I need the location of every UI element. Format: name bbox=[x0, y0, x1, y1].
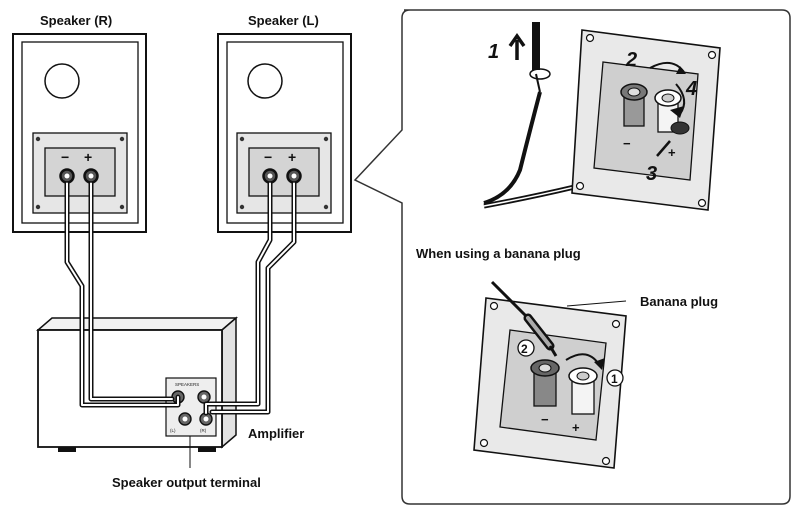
up-arrow-icon bbox=[508, 32, 526, 60]
screw-icon bbox=[575, 181, 585, 191]
speaker-right-plus-sign: + bbox=[84, 149, 92, 165]
speaker-left-minus-sign: − bbox=[264, 149, 272, 165]
speaker-right-screw-icon bbox=[119, 136, 125, 142]
speaker-right-screw-icon bbox=[119, 204, 125, 210]
speaker-right-minus-sign: − bbox=[61, 149, 69, 165]
banana-plug-label: Banana plug bbox=[640, 294, 718, 309]
speaker-right-screw-icon bbox=[35, 136, 41, 142]
wire-insulation-tip bbox=[532, 22, 540, 70]
banana-plug-pin bbox=[548, 345, 558, 357]
speaker-cables bbox=[64, 179, 297, 416]
banana-step-1-label: 1 bbox=[611, 372, 618, 386]
speaker-left-label: Speaker (L) bbox=[248, 13, 319, 28]
banana-binding-post-plus bbox=[568, 367, 598, 415]
speaker-right-screw-icon bbox=[35, 204, 41, 210]
screw-icon bbox=[585, 33, 595, 43]
amplifier-terminal-heading: SPEAKERS bbox=[175, 382, 199, 387]
banana-minus-sign: − bbox=[541, 412, 549, 427]
banana-binding-post-minus bbox=[530, 359, 560, 407]
amplifier-terminal-sublabel-right: (R) bbox=[200, 428, 207, 433]
banana-step-2-label: 2 bbox=[521, 342, 528, 356]
speaker-right: Speaker (R) − + bbox=[12, 13, 147, 233]
amplifier-label: Amplifier bbox=[248, 426, 304, 441]
step-2-label: 2 bbox=[625, 49, 637, 71]
bare-wire-detail: 1 2 4 3 bbox=[483, 22, 721, 211]
speaker-left-screw-icon bbox=[323, 136, 329, 142]
banana-plug-leader bbox=[566, 300, 627, 307]
screw-icon bbox=[489, 301, 499, 311]
insert-arrow-icon bbox=[656, 140, 671, 157]
screw-icon bbox=[611, 319, 621, 329]
terminal-minus-sign: − bbox=[623, 136, 631, 151]
amplifier-top bbox=[35, 317, 239, 331]
speaker-right-label: Speaker (R) bbox=[40, 13, 112, 28]
twist-arrow-icon bbox=[529, 68, 551, 80]
step-3-label: 3 bbox=[646, 163, 657, 185]
speaker-left-port bbox=[247, 63, 283, 99]
amplifier-foot bbox=[58, 447, 76, 452]
speaker-left-screw-icon bbox=[323, 204, 329, 210]
wire-left-end bbox=[483, 91, 542, 205]
speaker-right-port bbox=[44, 63, 80, 99]
speaker-right-terminal-recess bbox=[44, 147, 116, 197]
banana-plus-sign: + bbox=[572, 420, 580, 435]
speaker-left: Speaker (L) − + bbox=[217, 13, 352, 233]
speaker-left-terminal-recess bbox=[248, 147, 320, 197]
screw-icon bbox=[601, 456, 611, 466]
step-4-label: 4 bbox=[685, 78, 697, 100]
amplifier-side bbox=[221, 316, 237, 449]
speaker-left-screw-icon bbox=[239, 136, 245, 142]
amplifier-foot bbox=[198, 447, 216, 452]
binding-post-minus bbox=[620, 83, 648, 127]
amplifier-terminal-sublabel-left: (L) bbox=[170, 428, 176, 433]
banana-plug-heading: When using a banana plug bbox=[416, 246, 581, 261]
speaker-left-plus-sign: + bbox=[288, 149, 296, 165]
banana-step-1-badge bbox=[606, 369, 624, 387]
terminal-plus-sign: + bbox=[668, 145, 676, 160]
step-1-label: 1 bbox=[488, 41, 499, 63]
screw-icon bbox=[707, 50, 717, 60]
speaker-output-terminal-label: Speaker output terminal bbox=[112, 475, 261, 490]
amplifier: SPEAKERS (L) (R) Amplifier Speaker outpu… bbox=[35, 316, 304, 490]
banana-plug-detail: When using a banana plug Banana plug 2 bbox=[416, 246, 718, 469]
binding-post-plus bbox=[654, 89, 690, 135]
banana-step-2-badge bbox=[517, 339, 535, 357]
speaker-left-screw-icon bbox=[239, 204, 245, 210]
screw-icon bbox=[697, 198, 707, 208]
screw-icon bbox=[479, 438, 489, 448]
